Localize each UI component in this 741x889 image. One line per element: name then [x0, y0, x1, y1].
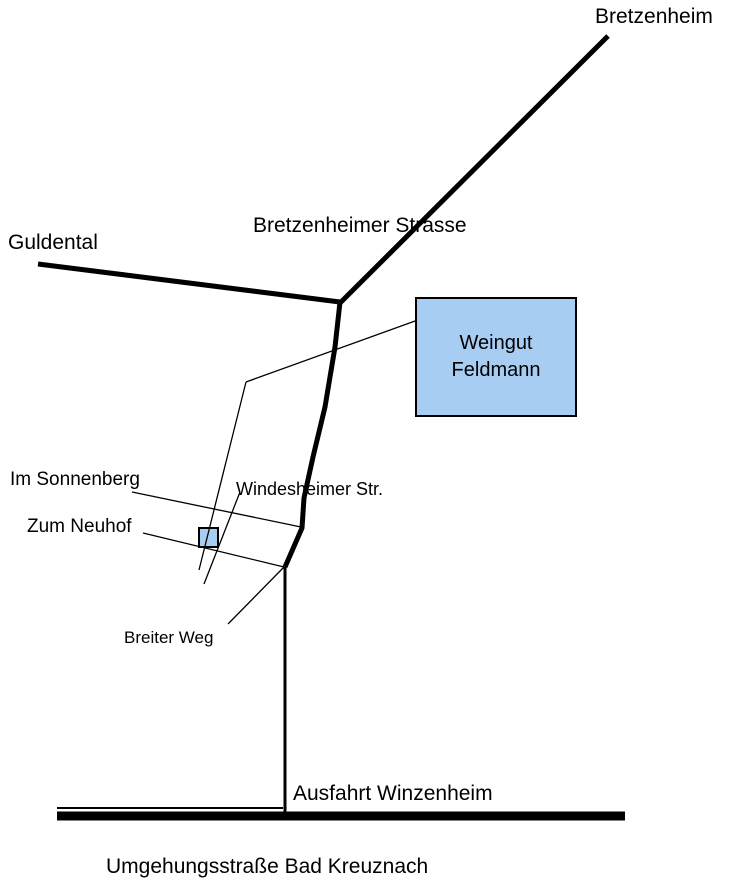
label-ausfahrt-winzenheim: Ausfahrt Winzenheim	[293, 782, 493, 805]
road-guldental	[37, 261, 341, 305]
label-guldental: Guldental	[8, 231, 98, 254]
label-bretzenheimer-strasse: Bretzenheimer Strasse	[253, 214, 467, 237]
road-windesheimer-strasse	[282, 301, 343, 568]
road-bretzenheim	[338, 34, 610, 305]
label-breiter-weg: Breiter Weg	[124, 628, 214, 647]
building-marker-square	[198, 527, 219, 548]
box-pointer-line	[245, 320, 416, 383]
weingut-feldmann-box: Weingut Feldmann	[415, 297, 577, 417]
label-zum-neuhof: Zum Neuhof	[27, 516, 132, 537]
label-im-sonnenberg: Im Sonnenberg	[10, 469, 140, 490]
label-bretzenheim: Bretzenheim	[595, 5, 713, 28]
weingut-feldmann-label: Weingut Feldmann	[451, 332, 541, 381]
label-windesheimer-str: Windesheimer Str.	[236, 479, 384, 499]
label-umgehungsstrasse: Umgehungsstraße Bad Kreuznach	[106, 855, 429, 878]
street-line-breiter-weg	[227, 566, 285, 625]
